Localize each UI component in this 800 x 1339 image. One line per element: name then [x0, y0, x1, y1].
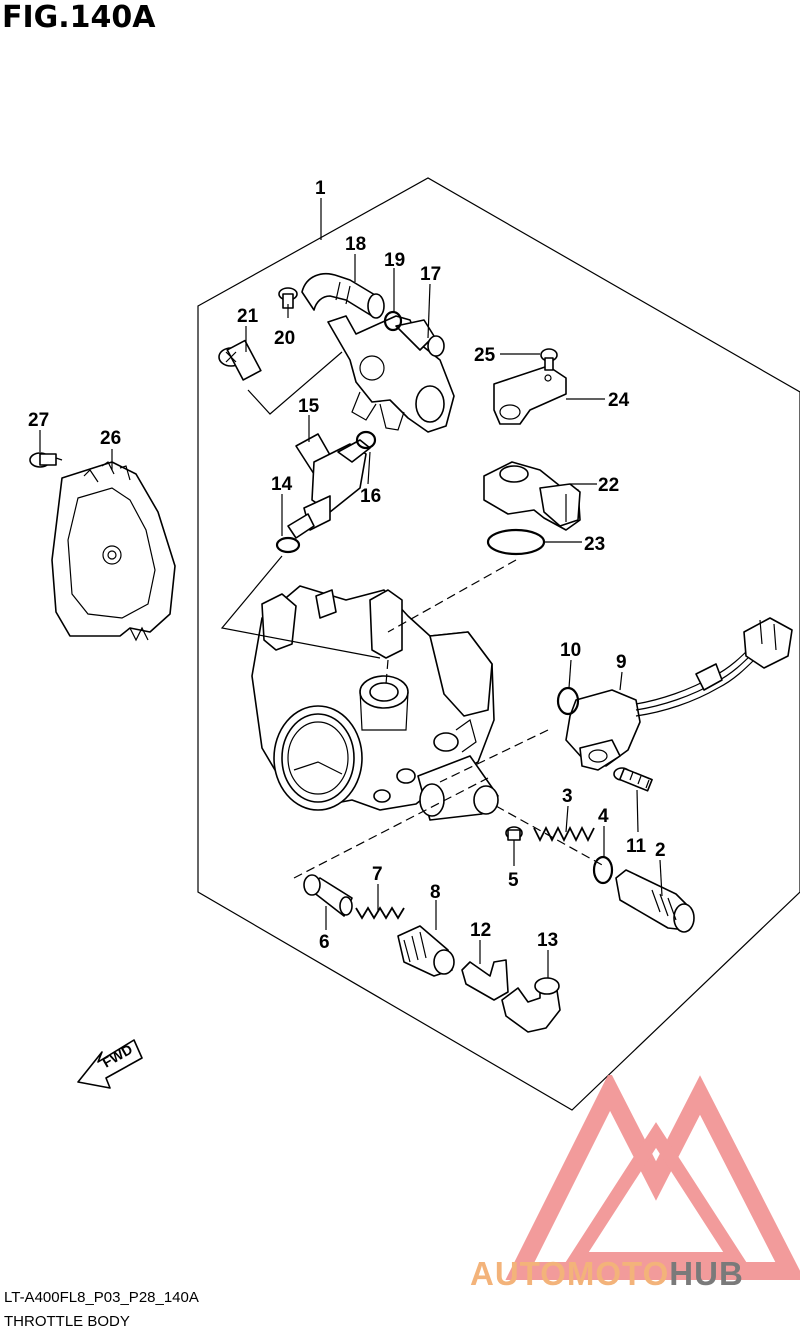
part-11-screw: [613, 767, 653, 792]
part-8-fitting: [397, 925, 455, 977]
watermark-logo: [505, 1075, 800, 1280]
part-7-spring: [355, 906, 405, 920]
fwd-direction-arrow: FWD: [77, 1039, 143, 1089]
callout-26: 26: [100, 428, 121, 449]
part-18-fuel-hose: [301, 272, 385, 319]
part-17-delivery-pipe: [327, 315, 455, 433]
part-16-o-ring: [355, 430, 377, 450]
callout-16: 16: [360, 486, 381, 507]
alignment-lines: [220, 351, 605, 879]
part-10-o-ring: [556, 686, 580, 716]
part-19-o-ring: [383, 310, 403, 332]
figure-code: LT-A400FL8_P03_P28_140A: [4, 1289, 199, 1306]
figure-title: FIG.140A: [2, 0, 156, 35]
callout-23: 23: [584, 534, 605, 555]
part-12-hose: [461, 959, 509, 1001]
callout-4: 4: [598, 806, 609, 827]
leader-lines: [39, 198, 663, 978]
part-23-o-ring: [486, 528, 546, 556]
part-2-idle-screw: [615, 869, 695, 933]
part-14-o-ring: [275, 536, 301, 554]
callout-25: 25: [474, 345, 496, 366]
throttle-body-main: [251, 585, 495, 811]
part-21-plug: [218, 339, 262, 381]
part-9-tps: [565, 617, 793, 771]
callout-3: 3: [562, 786, 573, 807]
watermark-text-colored: AUTOMOTO: [470, 1255, 670, 1292]
assembly-boundary: [197, 177, 800, 1111]
callout-numbers: 1 2 3 4 5 6 7 8 9 10 11 12 13 14 15 16 1…: [28, 178, 666, 953]
callout-14: 14: [271, 474, 293, 495]
callout-21: 21: [237, 306, 259, 327]
callout-19: 19: [384, 250, 405, 271]
part-26-cover: [51, 461, 176, 642]
callout-1: 1: [315, 178, 326, 199]
part-25-screw: [540, 348, 558, 371]
part-3-spring: [533, 825, 595, 843]
callout-9: 9: [616, 652, 627, 673]
callout-2: 2: [655, 840, 666, 861]
part-22-sensor: [483, 461, 581, 531]
callout-22: 22: [598, 475, 619, 496]
part-27-bolt: [29, 452, 63, 468]
callout-20: 20: [274, 328, 295, 349]
figure-name: THROTTLE BODY: [4, 1313, 130, 1330]
part-24-bracket: [493, 365, 567, 425]
watermark-text: AUTOMOTOHUB: [470, 1255, 744, 1293]
part-15-injector: [287, 433, 371, 539]
callout-11: 11: [626, 836, 647, 857]
callout-13: 13: [537, 930, 558, 951]
part-6-plunger: [303, 874, 353, 917]
callout-18: 18: [345, 234, 366, 255]
watermark-text-gray: HUB: [669, 1255, 744, 1292]
callout-8: 8: [430, 882, 441, 903]
part-13-elbow: [501, 977, 561, 1033]
callout-6: 6: [319, 932, 330, 953]
callout-7: 7: [372, 864, 383, 885]
callout-5: 5: [508, 870, 519, 891]
part-5-screw: [505, 826, 523, 841]
callout-10: 10: [560, 640, 581, 661]
callout-15: 15: [298, 396, 320, 417]
part-4-o-ring: [592, 855, 614, 885]
callout-27: 27: [28, 410, 49, 431]
callout-12: 12: [470, 920, 491, 941]
callout-17: 17: [420, 264, 441, 285]
callout-24: 24: [608, 390, 630, 411]
part-20-screw: [278, 287, 298, 309]
